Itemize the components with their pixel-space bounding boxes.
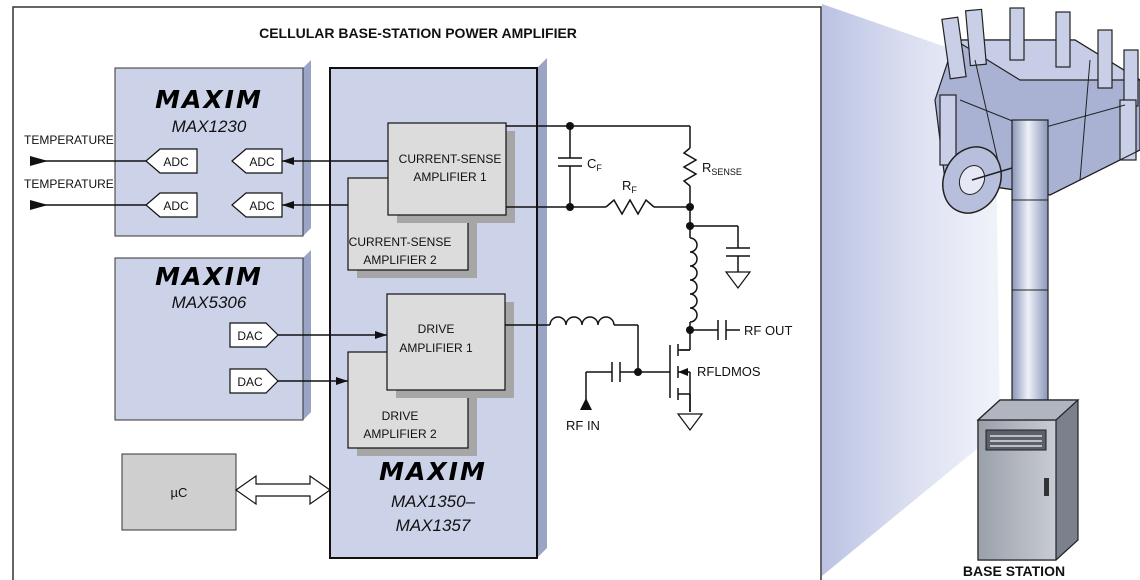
cf-label: CF [587,156,602,173]
drive-amplifier-1: DRIVE AMPLIFIER 1 [386,293,514,398]
svg-text:RSENSE: RSENSE [702,160,742,177]
max1350-part-number: MAX1350– [391,492,476,511]
csa2-label-line1: CURRENT-SENSE [349,235,452,249]
svg-text:ADC: ADC [249,199,275,213]
dish-icon [942,146,1013,214]
rf-in-label: RF IN [566,418,600,433]
base-station-illustration: BASE STATION [822,4,1140,579]
dac-block: DAC [229,368,279,394]
maxim-logo: MAXIM [155,262,263,291]
adc-block: ADC [145,148,198,174]
svg-text:ADC: ADC [249,155,275,169]
temperature-label-2: TEMPERATURE [24,177,114,191]
tower-pole [1011,119,1049,421]
rf-out-label: RF OUT [744,323,792,338]
rfldmos-label: RFLDMOS [697,364,761,379]
svg-text:DAC: DAC [237,375,263,389]
adc-block: ADC [231,148,283,174]
drv1-label-line1: DRIVE [418,322,455,336]
max5306-part-number: MAX5306 [172,293,247,312]
csa1-label-line2: AMPLIFIER 1 [413,170,487,184]
ground-icon [676,413,704,431]
base-station-label: BASE STATION [963,563,1065,579]
csa1-label-line1: CURRENT-SENSE [399,152,502,166]
bus-arrow [234,474,332,506]
max1357-part-number: MAX1357 [396,516,471,535]
cabinet-icon [976,399,1080,561]
ground-icon [724,271,752,289]
rfldmos-transistor [669,344,704,431]
csa2-label-line2: AMPLIFIER 2 [363,253,437,267]
svg-text:ADC: ADC [163,155,189,169]
drv2-label-line2: AMPLIFIER 2 [363,427,437,441]
svg-text:CF: CF [587,156,602,173]
current-sense-amplifier-1: CURRENT-SENSE AMPLIFIER 1 [387,122,515,223]
maxim-logo: MAXIM [155,85,263,114]
temperature-label-1: TEMPERATURE [24,133,114,147]
drv1-label-line2: AMPLIFIER 1 [399,341,473,355]
svg-text:DAC: DAC [237,329,263,343]
rf-resistor-label: RF [622,178,637,195]
dac-block: DAC [229,322,279,348]
svg-text:RF: RF [622,178,637,195]
antenna-tower-icon [934,7,1140,196]
microcontroller-block: µC [121,453,237,531]
rsense-label: RSENSE [702,160,742,177]
svg-text:ADC: ADC [163,199,189,213]
diagram-title: CELLULAR BASE-STATION POWER AMPLIFIER [259,25,577,41]
max1230-part-number: MAX1230 [172,117,247,136]
drv2-label-line1: DRIVE [382,409,419,423]
adc-block: ADC [145,192,198,218]
maxim-logo: MAXIM [379,457,487,486]
microcontroller-label: µC [171,485,188,500]
